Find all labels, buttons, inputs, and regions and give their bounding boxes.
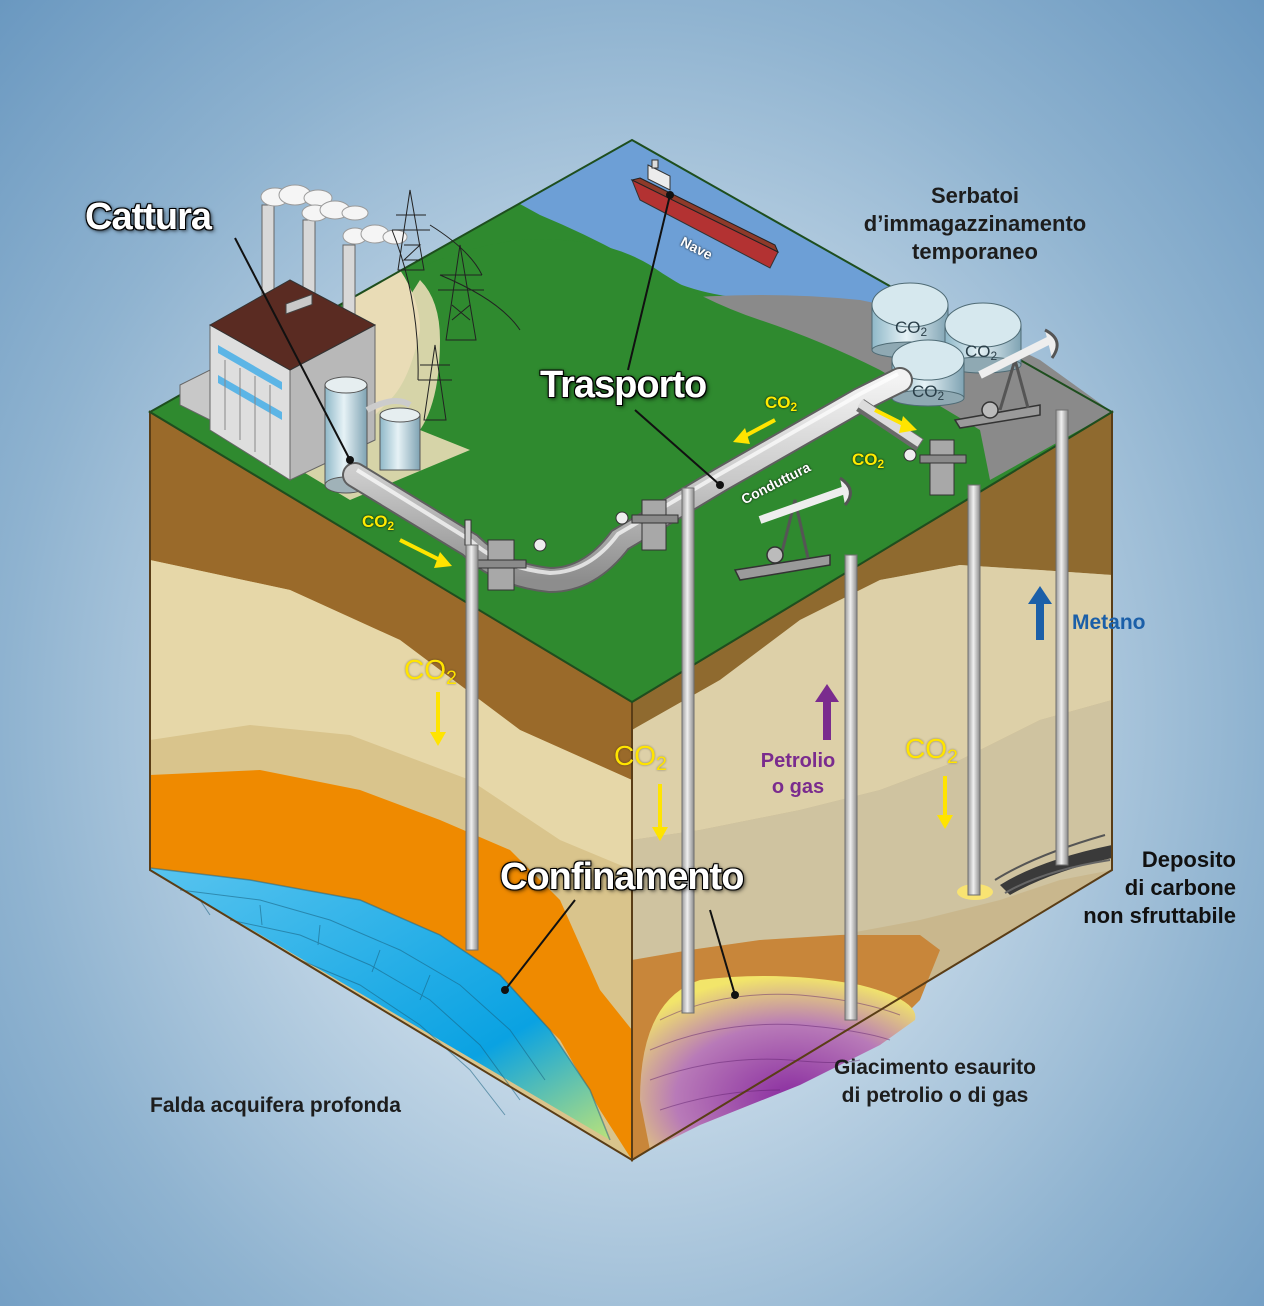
- label-capture: Cattura: [85, 196, 212, 238]
- oil-gas-line-2: o gas: [771, 776, 825, 798]
- tank-co2-3: CO2: [912, 382, 945, 403]
- depleted-line-1: Giacimento esaurito: [834, 1056, 1036, 1079]
- co2-arrows: [399, 408, 953, 841]
- label-coal-deposit: Deposito di carbone non sfruttabile: [1040, 846, 1236, 930]
- co2-label-branch: CO2: [852, 450, 885, 471]
- label-aquifer: Falda acquifera profonda: [150, 1094, 401, 1117]
- well-pipes: [465, 409, 1069, 1021]
- label-depleted-field: Giacimento esaurito di petrolio o di gas: [800, 1054, 1070, 1110]
- co2-label-capture: CO2: [362, 512, 395, 533]
- label-storage-tanks: Serbatoi d’immagazzinamento temporaneo: [855, 182, 1095, 266]
- methane-arrow: [1028, 586, 1052, 640]
- wellheads: [464, 439, 967, 591]
- coal-line-1: Deposito: [1141, 847, 1236, 872]
- left-face: [149, 410, 633, 1162]
- oil-arrow: [815, 684, 839, 740]
- power-pylons: [391, 189, 521, 421]
- coal-line-2: di carbone: [1124, 875, 1236, 900]
- storage-line-1: Serbatoi: [930, 183, 1020, 208]
- label-oil-gas: Petrolio o gas: [748, 748, 848, 800]
- storage-line-2: d’immagazzinamento: [863, 211, 1087, 236]
- co2-label-aquifer: CO2: [404, 654, 457, 689]
- right-face: [631, 410, 1113, 1162]
- leader-lines: [234, 194, 736, 996]
- label-confinement: Confinamento: [500, 856, 744, 898]
- pumpjacks: [733, 328, 1059, 581]
- co2-label-coal: CO2: [905, 733, 958, 768]
- tank-co2-1: CO2: [895, 318, 928, 339]
- coal-line-3: non sfruttabile: [1083, 903, 1236, 928]
- co2-label-reservoir: CO2: [614, 740, 667, 775]
- depleted-line-2: di petrolio o di gas: [841, 1084, 1029, 1107]
- storage-line-3: temporaneo: [912, 239, 1038, 264]
- tank-co2-2: CO2: [965, 342, 998, 363]
- oil-gas-line-1: Petrolio: [760, 750, 836, 772]
- label-transport: Trasporto: [540, 364, 707, 406]
- label-methane: Metano: [1072, 611, 1146, 634]
- pipeline: [342, 367, 924, 594]
- co2-label-transport: CO2: [765, 393, 798, 414]
- leader-dots: [346, 191, 739, 999]
- factory: [179, 184, 421, 494]
